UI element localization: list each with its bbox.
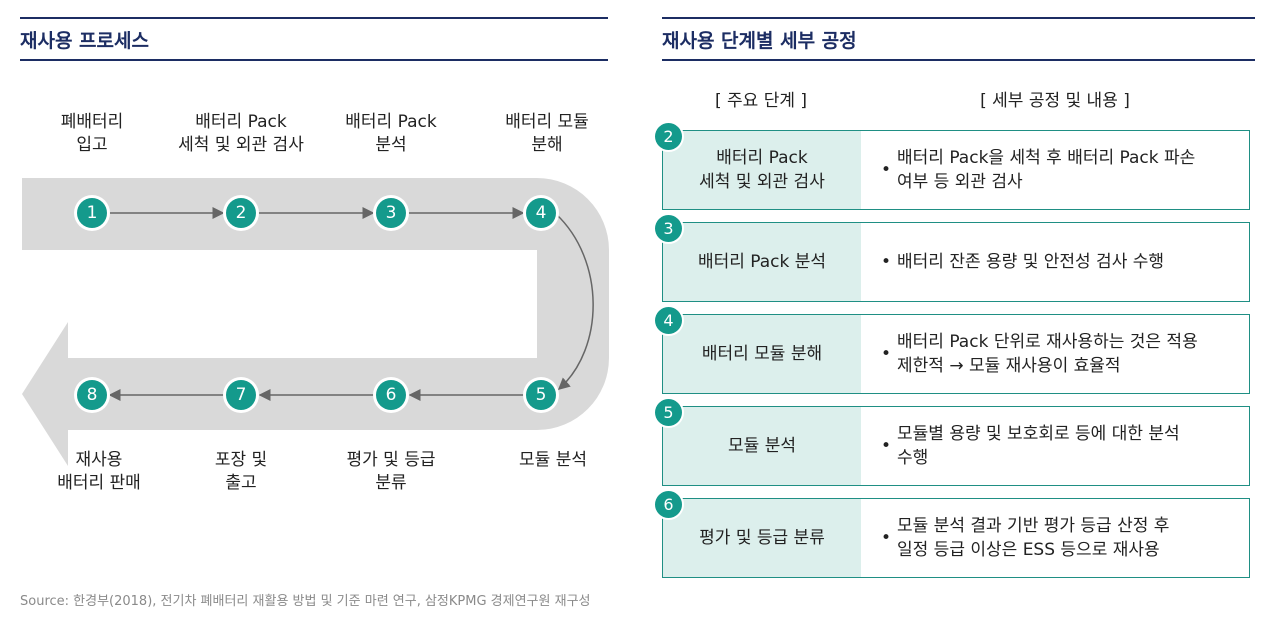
bullet: • [881, 436, 892, 456]
bullet: • [881, 344, 892, 364]
detail-row-6: 6 평가 및 등급 분류 •모듈 분석 결과 기반 평가 등급 산정 후 일정 … [655, 491, 1250, 578]
row-detail-text: 배터리 Pack을 세척 후 배터리 Pack 파손 여부 등 외관 검사 [897, 148, 1196, 192]
step-label-1: 폐배터리 입고 [60, 112, 124, 155]
row-stage: 배터리 모듈 분해 [663, 315, 861, 393]
row-badge: 5 [655, 399, 682, 426]
step-label-2: 배터리 Pack 세척 및 외관 검사 [178, 112, 304, 155]
process-section-title: 재사용 프로세스 [20, 17, 608, 61]
detail-section-title: 재사용 단계별 세부 공정 [662, 17, 1255, 61]
row-detail-text: 모듈 분석 결과 기반 평가 등급 산정 후 일정 등급 이상은 ESS 등으로… [897, 516, 1170, 560]
detail-row-4: 4 배터리 모듈 분해 •배터리 Pack 단위로 재사용하는 것은 적용 제한… [655, 307, 1250, 394]
row-stage: 평가 및 등급 분류 [663, 499, 861, 577]
row-detail-text: 모듈별 용량 및 보호회로 등에 대한 분석 수행 [897, 424, 1180, 468]
detail-column-header: [ 세부 공정 및 내용 ] [980, 91, 1130, 111]
row-detail-text: 배터리 Pack 단위로 재사용하는 것은 적용 제한적 → 모듈 재사용이 효… [897, 332, 1198, 376]
source-note: Source: 한경부(2018), 전기차 폐배터리 재활용 방법 및 기준 … [20, 594, 591, 609]
row-detail: •배터리 잔존 용량 및 안전성 검사 수행 [861, 223, 1249, 301]
step-node-7: 7 [226, 380, 256, 410]
row-badge: 6 [655, 491, 682, 518]
row-badge: 3 [655, 215, 682, 242]
step-node-5: 5 [526, 380, 556, 410]
row-badge: 4 [655, 307, 682, 334]
bullet: • [881, 252, 892, 272]
row-stage: 배터리 Pack 세척 및 외관 검사 [663, 131, 861, 209]
step-label-4: 배터리 모듈 분해 [505, 112, 589, 155]
row-detail: •배터리 Pack 단위로 재사용하는 것은 적용 제한적 → 모듈 재사용이 … [861, 315, 1249, 393]
detail-row-5: 5 모듈 분석 •모듈별 용량 및 보호회로 등에 대한 분석 수행 [655, 399, 1250, 486]
row-detail: •모듈 분석 결과 기반 평가 등급 산정 후 일정 등급 이상은 ESS 등으… [861, 499, 1249, 577]
step-node-6: 6 [376, 380, 406, 410]
step-node-1: 1 [77, 198, 107, 228]
process-flow-diagram [22, 178, 609, 466]
row-detail-text: 배터리 잔존 용량 및 안전성 검사 수행 [897, 252, 1165, 272]
step-label-5: 모듈 분석 [519, 450, 587, 470]
step-node-8: 8 [77, 380, 107, 410]
row-detail: •배터리 Pack을 세척 후 배터리 Pack 파손 여부 등 외관 검사 [861, 131, 1249, 209]
row-detail: •모듈별 용량 및 보호회로 등에 대한 분석 수행 [861, 407, 1249, 485]
row-stage: 배터리 Pack 분석 [663, 223, 861, 301]
bullet: • [881, 160, 892, 180]
detail-row-2: 2 배터리 Pack 세척 및 외관 검사 •배터리 Pack을 세척 후 배터… [655, 123, 1250, 210]
arrow-4-5 [555, 213, 594, 390]
row-stage: 모듈 분석 [663, 407, 861, 485]
step-node-3: 3 [376, 198, 406, 228]
bullet: • [881, 528, 892, 548]
step-label-3: 배터리 Pack 분석 [345, 112, 437, 155]
step-label-6: 평가 및 등급 분류 [346, 450, 436, 493]
step-node-2: 2 [226, 198, 256, 228]
step-label-7: 포장 및 출고 [214, 450, 268, 493]
detail-row-3: 3 배터리 Pack 분석 •배터리 잔존 용량 및 안전성 검사 수행 [655, 215, 1250, 302]
process-band-shape [22, 178, 609, 466]
step-label-8: 재사용 배터리 판매 [57, 450, 141, 493]
row-badge: 2 [655, 123, 682, 150]
stage-column-header: [ 주요 단계 ] [714, 91, 808, 111]
step-node-4: 4 [526, 198, 556, 228]
